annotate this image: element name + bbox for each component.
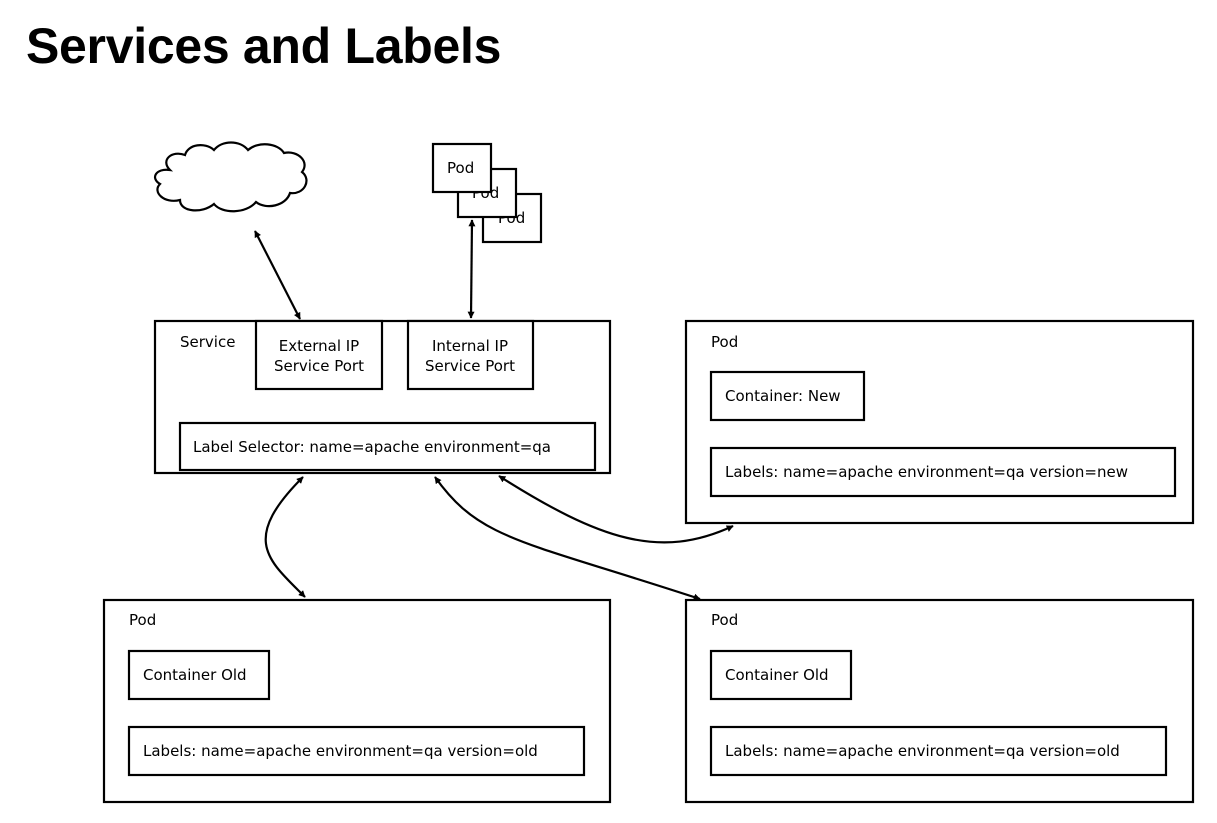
page-title: Services and Labels [26, 18, 502, 74]
arrow-service-pod-old-right [434, 476, 701, 601]
pod-old-right-labels-text: Labels: name=apache environment=qa versi… [725, 742, 1120, 760]
pod-old-left-labels-box [127, 725, 586, 777]
service-box: Service External IP Service Port Interna… [153, 319, 612, 475]
stacked-pod-1-label: Pod [447, 159, 474, 177]
pod-old-right-container-box [709, 649, 853, 701]
internal-ip-port-box [406, 319, 535, 391]
pod-new-labels-box [709, 446, 1177, 498]
pod-old-right-container-text: Container Old [725, 666, 829, 684]
arrow-service-pod-old-left [264, 476, 306, 598]
external-ip-label: External IP [279, 337, 359, 355]
label-selector-box [178, 421, 597, 472]
pod-old-left-label: Pod [129, 611, 156, 629]
pod-old-right-labels-box [709, 725, 1168, 777]
external-ip-port-box [254, 319, 384, 391]
pod-new-label: Pod [711, 333, 738, 351]
pod-old-right: Pod Container Old Labels: name=apache en… [684, 598, 1195, 804]
arrow-cloud-external [254, 230, 301, 320]
pod-new-container-text: Container: New [725, 387, 841, 405]
pod-new-labels-text: Labels: name=apache environment=qa versi… [725, 463, 1128, 481]
internal-service-port-label: Service Port [425, 357, 515, 375]
pod-new-container-box [709, 370, 866, 422]
label-selector-text: Label Selector: name=apache environment=… [193, 438, 551, 456]
arrow-pods-internal [467, 219, 476, 319]
stacked-pods: Pod Pod Pod [431, 142, 543, 244]
internal-ip-label: Internal IP [432, 337, 508, 355]
pod-old-right-label: Pod [711, 611, 738, 629]
pod-old-left-labels-text: Labels: name=apache environment=qa versi… [143, 742, 538, 760]
pod-old-left-container-text: Container Old [143, 666, 247, 684]
pod-new: Pod Container: New Labels: name=apache e… [684, 319, 1195, 525]
cloud-icon [153, 141, 308, 213]
stacked-pod-1 [431, 142, 493, 194]
pod-old-left: Pod Container Old Labels: name=apache en… [102, 598, 612, 804]
pod-old-left-container-box [127, 649, 271, 701]
service-label: Service [180, 333, 235, 351]
external-service-port-label: Service Port [274, 357, 364, 375]
